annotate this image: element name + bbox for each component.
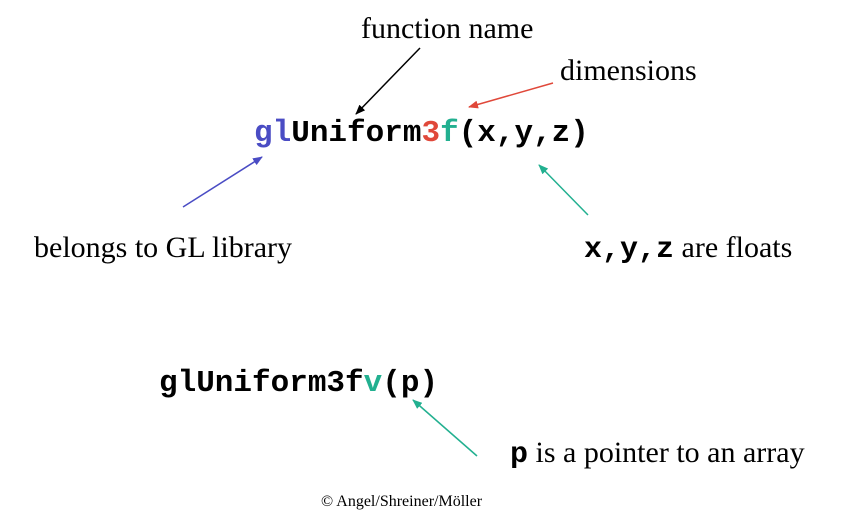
- library-arrow: [182, 156, 263, 208]
- pointer-label: p is a pointer to an array: [510, 436, 805, 472]
- types-arrow: [538, 164, 589, 216]
- pointer-arrow: [412, 399, 478, 457]
- floats-label-code: x,y,z: [584, 233, 675, 267]
- dimensions-arrow: [468, 82, 554, 109]
- pointer-argument: (p): [382, 366, 439, 401]
- function-call-gluniform3fv: glUniform3fv(p): [159, 368, 438, 399]
- floats-label-text: are floats: [674, 231, 793, 264]
- gl-prefix: gl: [254, 116, 292, 151]
- function-name-label: function name: [361, 12, 534, 45]
- copyright-notice: © Angel/Shreiner/Möller: [321, 493, 483, 510]
- argument-list: (x,y,z): [458, 116, 589, 151]
- pointer-label-text: is a pointer to an array: [528, 436, 805, 469]
- type-suffix: f: [440, 116, 459, 151]
- dimensions-label: dimensions: [560, 54, 697, 87]
- function-name-arrow: [355, 47, 421, 115]
- dimension-count: 3: [421, 116, 441, 151]
- function-base-name: Uniform: [291, 116, 422, 151]
- function-name: glUniform3f: [159, 366, 364, 401]
- function-call-gluniform3f: glUniform3f(x,y,z): [254, 118, 589, 149]
- floats-label: x,y,z are floats: [584, 231, 793, 267]
- library-label: belongs to GL library: [34, 231, 293, 264]
- vector-suffix: v: [363, 366, 383, 401]
- pointer-label-code: p: [510, 438, 529, 472]
